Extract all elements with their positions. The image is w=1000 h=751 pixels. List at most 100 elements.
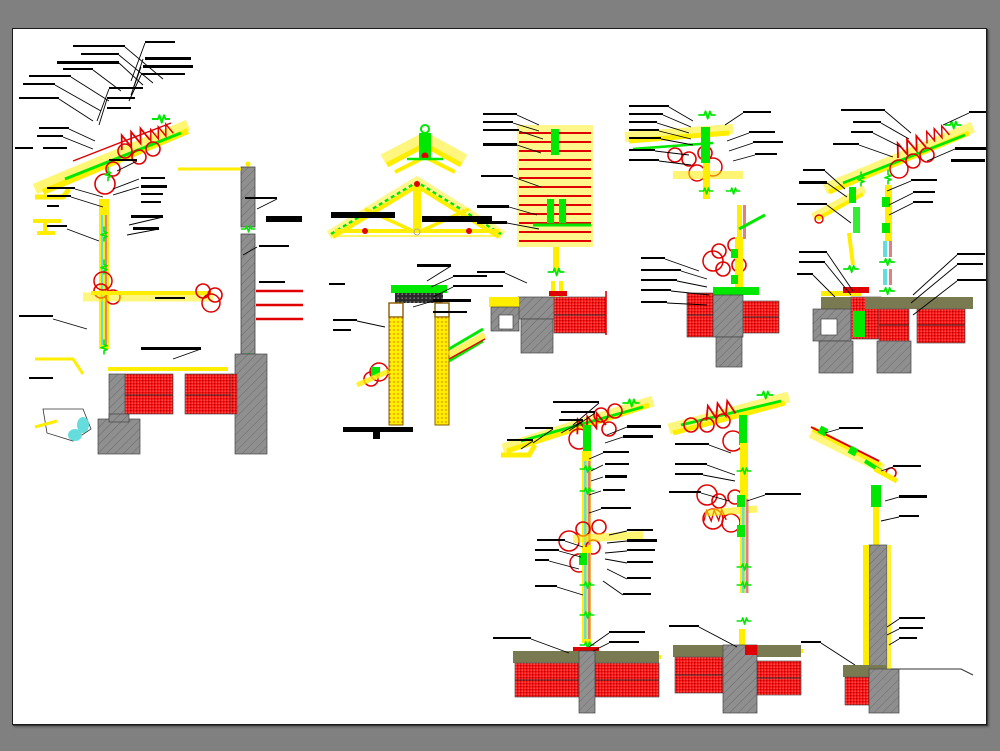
callout-text (749, 131, 775, 133)
callout-text (911, 179, 937, 181)
callout-text (951, 159, 985, 162)
callout-text (417, 264, 451, 267)
callout-text (669, 625, 699, 627)
callout-text (245, 197, 277, 199)
callout-text (537, 539, 565, 541)
callout-text (797, 203, 827, 205)
callout-text (899, 637, 917, 639)
callout-text (627, 539, 657, 542)
callout-text (629, 121, 657, 123)
callout-text (623, 593, 651, 595)
callout-text (957, 253, 985, 255)
callout-text (73, 45, 125, 47)
callout-text (561, 411, 595, 413)
detail-column-section (343, 285, 487, 439)
callout-text (15, 147, 33, 149)
callout-text (433, 299, 471, 302)
drawing-sheet[interactable] (12, 28, 987, 725)
callout-text (957, 263, 983, 265)
callout-text (329, 283, 345, 285)
callout-text (29, 75, 71, 77)
callout-text (797, 273, 813, 275)
detail-wall-ladder-reinforcement (489, 125, 607, 354)
callout-text (627, 529, 653, 531)
detail-title-bar (331, 212, 395, 218)
callout-text (899, 617, 925, 619)
callout-text (141, 73, 185, 75)
callout-text (913, 191, 935, 193)
callout-text (605, 475, 627, 478)
callout-text (641, 279, 677, 281)
callout-text (627, 561, 653, 563)
callout-text (841, 109, 885, 111)
callout-text (477, 221, 507, 224)
callout-text (603, 489, 625, 491)
callout-text (629, 129, 659, 131)
callout-text (507, 439, 533, 441)
callout-text (623, 435, 653, 438)
callout-text (333, 329, 351, 331)
callout-text (453, 275, 487, 277)
callout-text (47, 195, 71, 197)
callout-text (969, 111, 986, 113)
cad-vector-layer (32, 110, 976, 714)
callout-text (899, 627, 923, 629)
callout-text (107, 107, 131, 109)
detail-roof-truss-elevation (326, 175, 506, 239)
callout-text (19, 97, 59, 99)
callout-text (853, 121, 881, 123)
callout-text (453, 285, 483, 287)
callout-text (629, 113, 663, 115)
callout-text (803, 169, 825, 171)
callout-text (553, 401, 599, 403)
callout-text (107, 97, 135, 99)
detail-title-bar (422, 216, 492, 222)
callout-text (483, 121, 513, 123)
callout-text (765, 493, 801, 495)
callout-text (477, 271, 505, 273)
callout-text (799, 181, 827, 184)
callout-text (839, 427, 863, 429)
callout-text (141, 347, 201, 350)
callout-text (433, 311, 467, 313)
callout-text (525, 427, 553, 429)
callout-text (627, 549, 655, 551)
callout-text (801, 641, 821, 643)
callout-text (605, 463, 629, 465)
callout-text (601, 507, 631, 509)
callout-text (535, 559, 549, 561)
callout-text (899, 515, 919, 517)
detail-gable-post-footing (501, 395, 661, 714)
callout-text (603, 451, 629, 453)
callout-text (629, 149, 655, 151)
callout-text (955, 147, 986, 150)
callout-text (57, 61, 119, 64)
callout-text (259, 281, 285, 283)
callout-text (141, 177, 165, 179)
callout-text (333, 319, 357, 321)
callout-text (799, 251, 827, 253)
callout-text (109, 87, 143, 89)
callout-text (641, 301, 667, 303)
callout-text (641, 289, 671, 291)
callout-text (19, 315, 53, 317)
callout-text (141, 193, 163, 195)
callout-text (913, 201, 933, 203)
callout-text (755, 153, 777, 155)
callout-text (141, 201, 161, 203)
drawing-canvas[interactable] (13, 29, 986, 724)
detail-beam-column-joint (624, 110, 780, 368)
callout-text (627, 577, 651, 579)
callout-text (141, 185, 167, 188)
callout-text (675, 473, 703, 475)
callout-text (483, 143, 517, 146)
callout-text (627, 425, 661, 428)
callout-text (47, 205, 59, 207)
callout-text (47, 187, 75, 189)
callout-text (483, 113, 517, 115)
callout-text (29, 377, 53, 379)
callout-text (609, 631, 645, 633)
callout-text (899, 495, 927, 498)
callout-text (535, 585, 557, 587)
